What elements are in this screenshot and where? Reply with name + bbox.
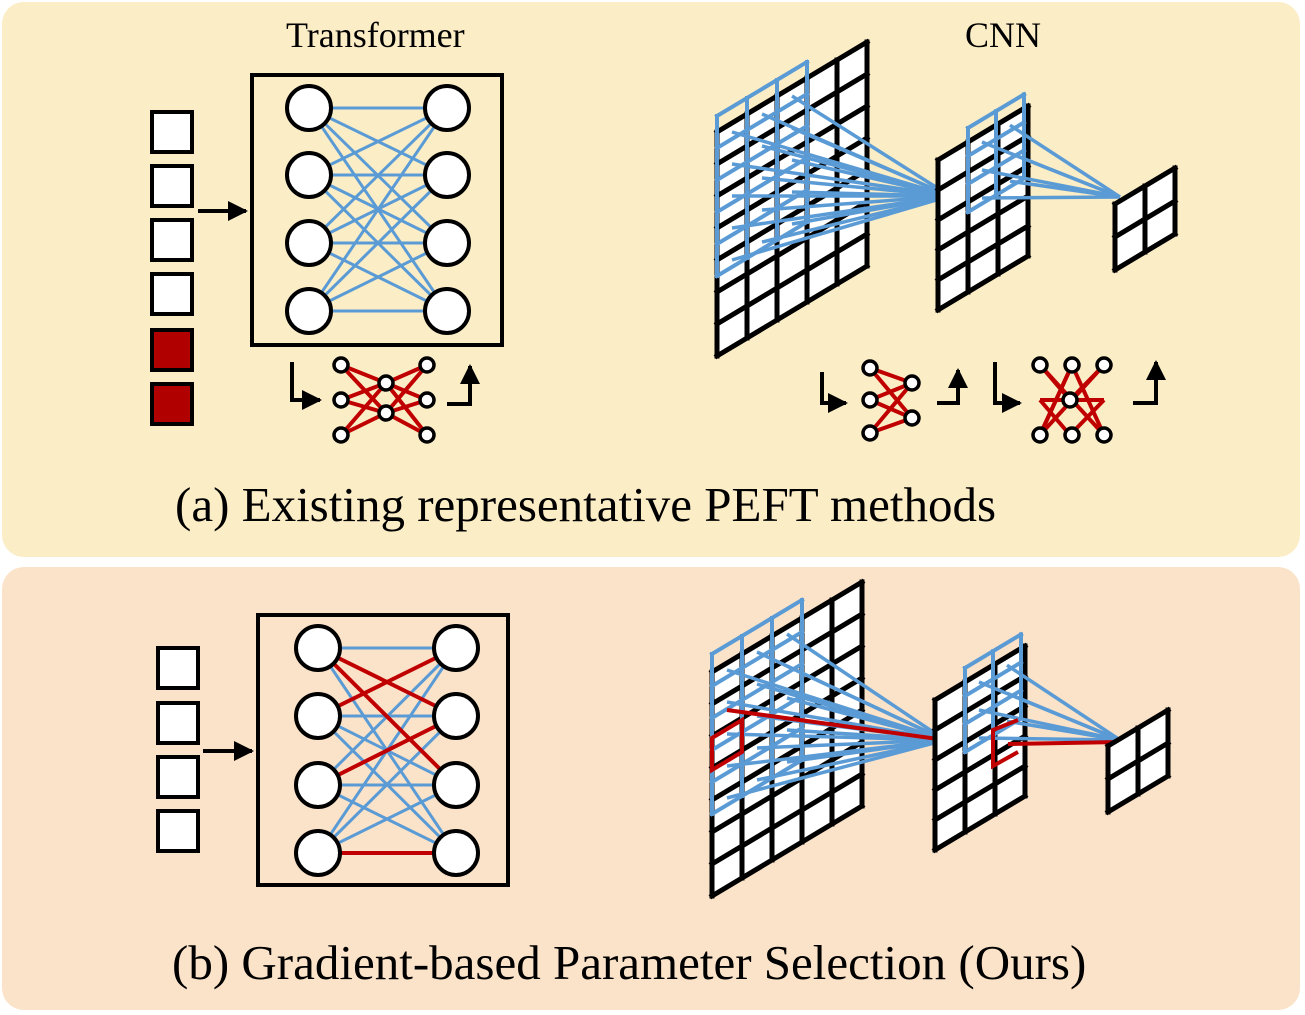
- cnn-feature-maps-b: [708, 578, 1172, 900]
- token-box: [150, 272, 194, 316]
- neuron: [285, 151, 333, 199]
- panel-gps-ours: [2, 567, 1300, 1010]
- neuron: [294, 692, 342, 740]
- transformer-block-a: [250, 73, 504, 347]
- neuron: [423, 151, 471, 199]
- token-box: [150, 218, 194, 262]
- feature-map-small: [1104, 706, 1172, 816]
- prompt-token-box: [150, 382, 194, 426]
- selected-connection: [726, 708, 946, 742]
- neuron: [285, 219, 333, 267]
- cnn-feature-maps-a: [713, 38, 1179, 360]
- token-column-a: [150, 110, 194, 426]
- transformer-connections-a: [307, 106, 449, 313]
- neuron: [294, 829, 342, 877]
- selected-kernel-cell: [710, 716, 744, 774]
- neuron: [294, 624, 342, 672]
- selected-connection: [1007, 740, 1121, 746]
- transformer-nodes-a: [285, 84, 471, 335]
- neuron: [285, 84, 333, 132]
- neuron: [432, 829, 480, 877]
- transformer-block-b: [256, 613, 510, 887]
- cnn-adapter-2-a: [993, 356, 1166, 444]
- adapter-module-a: [290, 356, 480, 444]
- neuron: [285, 287, 333, 335]
- panel-existing-methods: [2, 2, 1300, 557]
- token-box: [156, 646, 200, 690]
- selected-kernel-cell: [991, 718, 1019, 770]
- neuron: [432, 692, 480, 740]
- caption-b: (b) Gradient-based Parameter Selection (…: [172, 935, 1087, 990]
- neuron: [432, 624, 480, 672]
- neuron: [423, 84, 471, 132]
- token-box: [156, 701, 200, 745]
- kernel-window-large: [714, 59, 810, 279]
- neuron: [423, 287, 471, 335]
- prompt-token-box: [150, 328, 194, 372]
- token-box: [156, 809, 200, 853]
- token-column-b: [156, 646, 200, 853]
- token-box: [150, 110, 194, 154]
- token-box: [150, 164, 194, 208]
- token-box: [156, 755, 200, 799]
- cnn-adapter-1-a: [820, 359, 968, 442]
- feature-map-mid: [931, 642, 1029, 854]
- feature-map-small: [1111, 164, 1179, 274]
- transformer-nodes-b: [294, 624, 480, 877]
- transformer-title: Transformer: [286, 15, 465, 55]
- neuron: [423, 219, 471, 267]
- kernel-window-large: [709, 597, 805, 817]
- cnn-title: CNN: [965, 15, 1042, 55]
- neuron: [294, 761, 342, 809]
- neuron: [432, 761, 480, 809]
- feature-map-mid: [934, 102, 1032, 314]
- caption-a: (a) Existing representative PEFT methods: [175, 477, 997, 532]
